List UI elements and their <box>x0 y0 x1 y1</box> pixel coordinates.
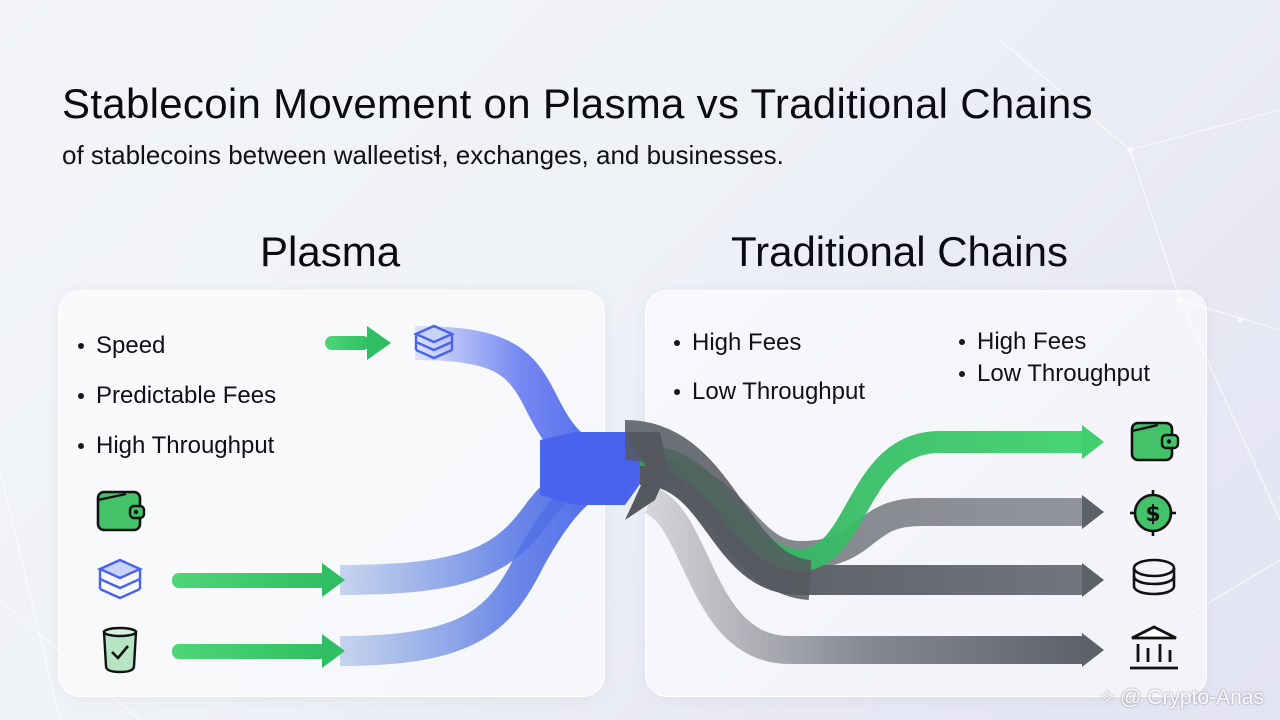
bank-icon <box>1130 625 1178 670</box>
wallet-icon <box>96 490 146 532</box>
logo-icon: ✧ <box>1098 686 1117 709</box>
drawback-low-throughput: Low Throughput <box>957 358 1150 390</box>
drawback-high-fees: High Fees <box>672 318 865 367</box>
traditional-hub <box>625 432 668 520</box>
feature-predictable-fees: Predictable Fees <box>76 371 276 421</box>
plasma-features: Speed Predictable Fees High Throughput <box>76 321 276 471</box>
verified-jar-icon <box>102 626 138 674</box>
stack-coins-icon <box>97 558 143 600</box>
page-subtitle: of stablecoins between walleetisɬ, excha… <box>62 140 784 170</box>
arrowhead-dollar <box>1082 495 1104 529</box>
wallet-icon <box>1130 421 1180 462</box>
traditional-chains-heading: Traditional Chains <box>731 228 1068 275</box>
drawback-low-throughput: Low Throughput <box>672 367 865 416</box>
page-title: Stablecoin Movement on Plasma vs Traditi… <box>62 80 1093 127</box>
traditional-flow-bank <box>643 487 1085 664</box>
green-arrow-top <box>325 326 391 360</box>
plasma-heading: Plasma <box>260 228 401 275</box>
feature-high-throughput: High Throughput <box>76 421 276 471</box>
traditional-drawbacks-left: High Fees Low Throughput <box>672 318 865 416</box>
svg-text:$: $ <box>1145 502 1160 527</box>
arrowhead-bank <box>1082 633 1104 667</box>
dollar-coin-icon: $ <box>1130 490 1176 536</box>
traditional-drawbacks-right: High Fees Low Throughput <box>957 326 1150 390</box>
feature-speed: Speed <box>76 321 276 371</box>
stack-coins-icon <box>413 324 455 360</box>
plasma-hub <box>540 432 650 505</box>
watermark-text: @ Crypto-Anas <box>1120 686 1264 709</box>
drawback-high-fees: High Fees <box>957 326 1150 358</box>
green-arrow-mid <box>172 563 345 597</box>
arrowhead-coins <box>1082 563 1104 597</box>
arrowhead-wallet <box>1082 425 1104 459</box>
stack-coins-icon <box>1132 558 1176 596</box>
green-arrow-low <box>172 634 345 668</box>
watermark: ✧@ Crypto-Anas <box>1099 685 1268 710</box>
